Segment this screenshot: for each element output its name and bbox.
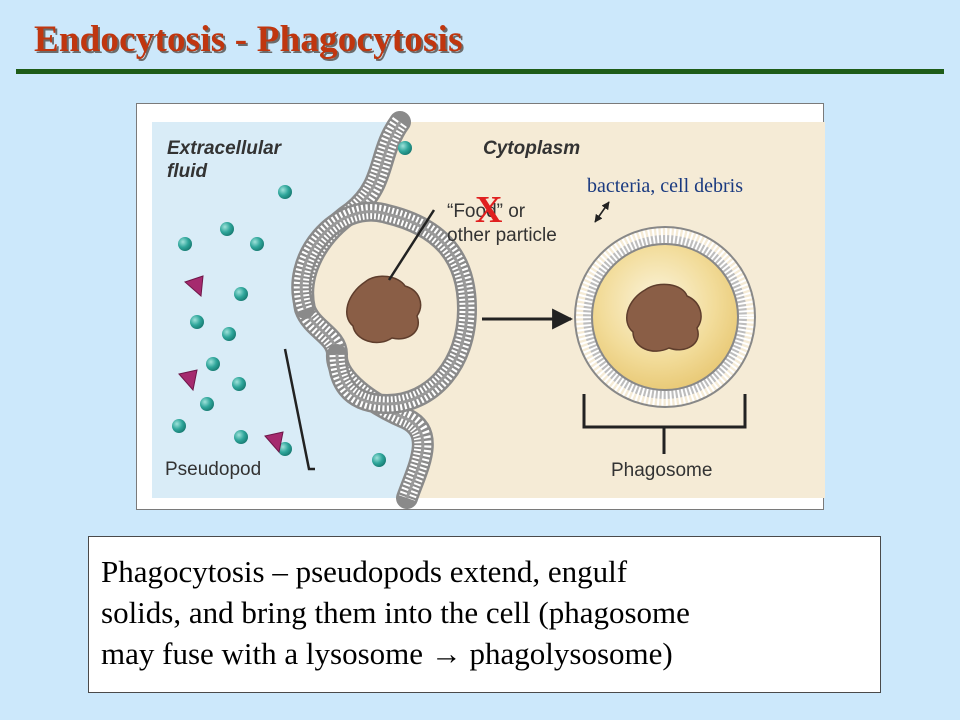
phagosome — [574, 226, 756, 408]
label-extracellular-line1: Extracellular — [167, 138, 283, 159]
engulfed-particle — [626, 283, 702, 352]
slide-title: Endocytosis - Phagocytosis — [34, 19, 463, 60]
phagocytosis-diagram: Extracellular fluid Cytoplasm “Food” or … — [152, 111, 825, 509]
label-pseudopod: Pseudopod — [165, 459, 261, 480]
caption-text: Phagocytosis – pseudopods extend, engulf… — [101, 554, 690, 671]
extracellular-molecules — [172, 141, 412, 467]
double-headed-arrow-icon — [594, 201, 610, 223]
title-underline — [16, 69, 944, 74]
phagocytosis-figure: Extracellular fluid Cytoplasm “Food” or … — [136, 103, 825, 510]
label-phagosome: Phagosome — [611, 460, 712, 481]
annotation-bacteria-debris: bacteria, cell debris — [587, 175, 743, 197]
label-food-line2: other particle — [447, 225, 557, 246]
cross-out-mark: X — [475, 189, 502, 231]
food-leader-line — [387, 209, 436, 281]
plasma-membrane — [292, 111, 434, 509]
caption-box: Phagocytosis – pseudopods extend, engulf… — [88, 536, 881, 693]
label-extracellular-line2: fluid — [167, 161, 207, 182]
label-cytoplasm: Cytoplasm — [483, 138, 580, 159]
phagosome-bracket — [582, 394, 747, 454]
pseudopod-cup — [291, 201, 478, 415]
pseudopod-leader-line — [283, 348, 315, 471]
food-particle — [346, 275, 422, 344]
label-food-line1: “Food” or — [447, 201, 526, 222]
